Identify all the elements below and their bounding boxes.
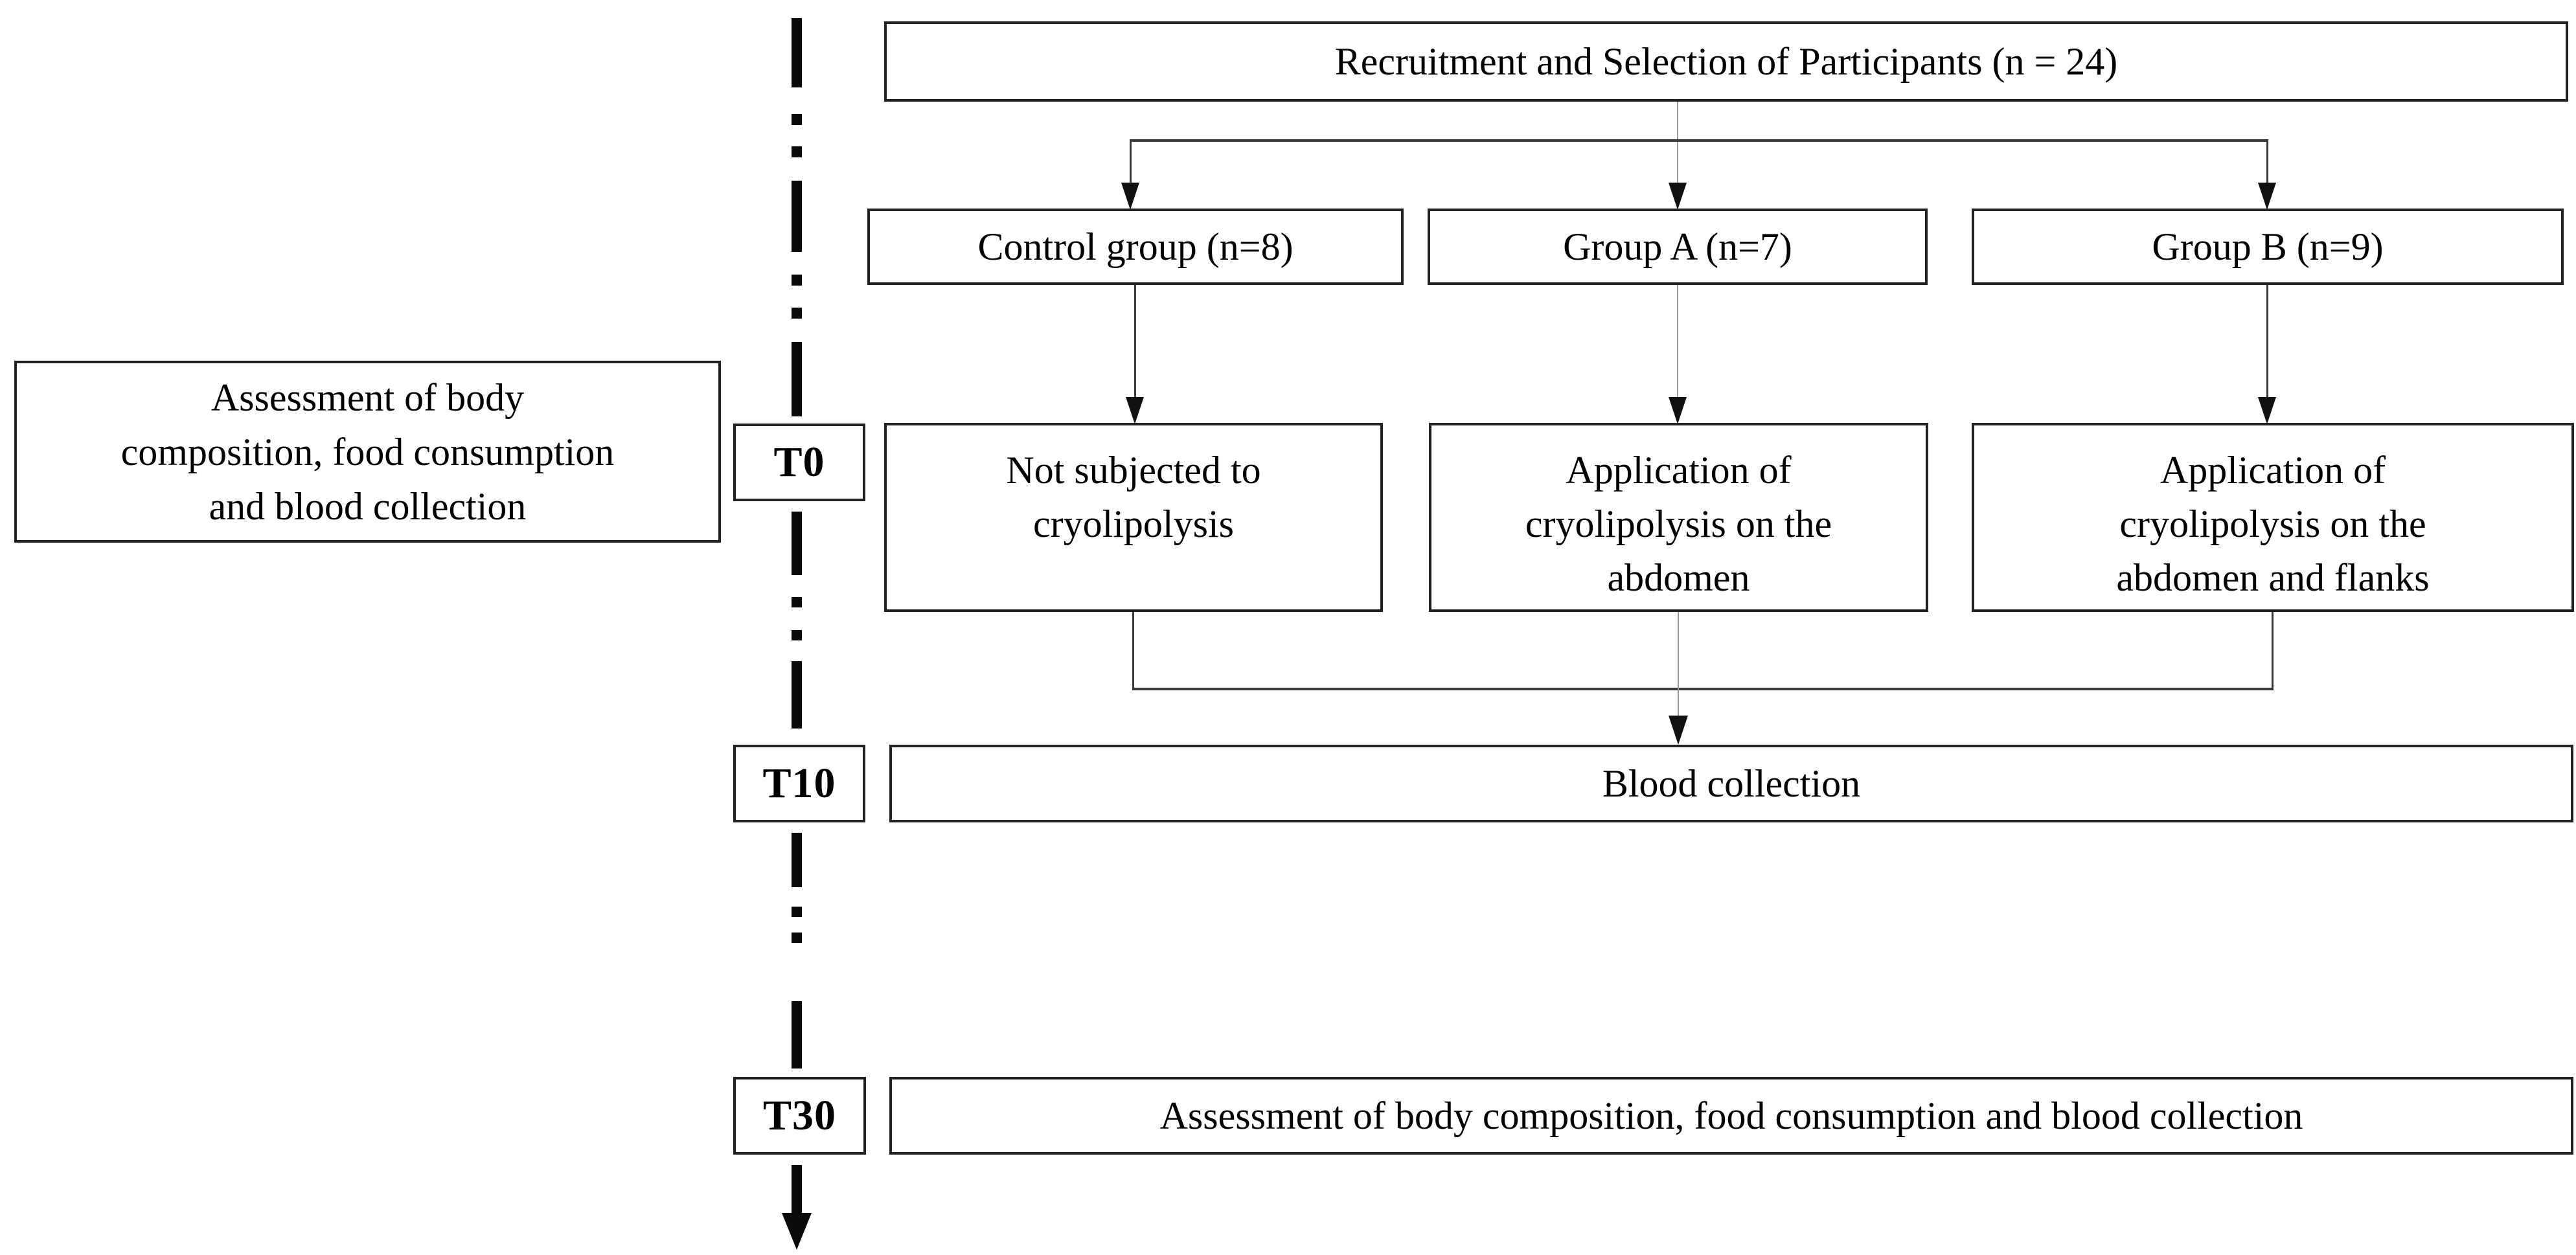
intervention-group-b-text: Application of cryolipolysis on the abdo… [2116,449,2430,599]
intervention-group-a-text: Application of cryolipolysis on the abdo… [1525,449,1832,599]
group-b-box: Group B (n=9) [1972,209,2564,285]
timeline-dot [792,308,802,319]
arrow-to-group-a-icon [1669,183,1687,210]
control-group-label: Control group (n=8) [977,225,1294,268]
connector-merge-right [2272,612,2274,690]
connector-group-a-drop [1677,285,1678,398]
timeline-dot [792,146,802,157]
timeline-dash [792,833,802,887]
arrow-to-intervention-2-icon [1669,397,1687,424]
timeline-dash [792,1001,802,1068]
timeline-dash [792,661,802,729]
group-a-box: Group A (n=7) [1428,209,1928,285]
t30-assessment-box: Assessment of body composition, food con… [889,1077,2573,1155]
arrow-to-intervention-3-icon [2258,397,2276,424]
arrow-to-intervention-1-icon [1126,397,1144,424]
timeline-dash [792,512,802,575]
recruitment-label: Recruitment and Selection of Participant… [1334,40,2118,83]
connector-branch-right [2266,142,2268,185]
connector-group-b-drop [2266,285,2268,398]
intervention-group-b-box: Application of cryolipolysis on the abdo… [1972,423,2574,612]
timeline-dash [792,18,802,87]
arrow-to-group-b-icon [2258,183,2276,210]
recruitment-box: Recruitment and Selection of Participant… [884,21,2568,102]
connector-control-drop [1134,285,1136,398]
blood-collection-text: Blood collection [1602,762,1861,805]
t0-marker-box: T0 [733,424,865,501]
intervention-group-a-box: Application of cryolipolysis on the abdo… [1429,423,1928,612]
timeline-dash [792,1165,802,1213]
connector-recruitment-drop [1677,102,1678,185]
side-note-box: Assessment of body composition, food con… [14,361,721,543]
blood-collection-box: Blood collection [889,745,2573,822]
t0-marker-label: T0 [773,438,825,486]
t10-marker-box: T10 [733,745,865,822]
timeline-dot [792,933,802,943]
timeline-dot [792,630,802,640]
timeline-dot [792,275,802,286]
timeline-dash [792,342,802,416]
timeline-dash [792,181,802,252]
t10-marker-label: T10 [762,760,836,808]
t30-marker-box: T30 [733,1077,866,1155]
timeline-end-arrow-icon [782,1213,812,1250]
connector-merge-horizontal [1132,688,2274,690]
arrow-to-blood-collection-icon [1669,716,1688,745]
group-a-label: Group A (n=7) [1563,225,1792,268]
connector-branch-horizontal [1130,139,2268,142]
control-group-box: Control group (n=8) [867,209,1404,285]
t30-marker-label: T30 [762,1092,837,1140]
arrow-to-control-icon [1121,183,1139,210]
t30-assessment-text: Assessment of body composition, food con… [1159,1094,2303,1137]
connector-merge-center-drop [1678,612,1679,718]
connector-branch-left [1130,142,1132,185]
intervention-control-text: Not subjected to cryolipolysis [1006,449,1261,545]
timeline-dot [792,597,802,607]
side-note-text: Assessment of body composition, food con… [120,376,615,528]
timeline-dot [792,114,802,125]
intervention-control-box: Not subjected to cryolipolysis [884,423,1383,612]
group-b-label: Group B (n=9) [2152,225,2384,268]
connector-merge-left [1132,612,1134,690]
timeline-dot [792,907,802,917]
